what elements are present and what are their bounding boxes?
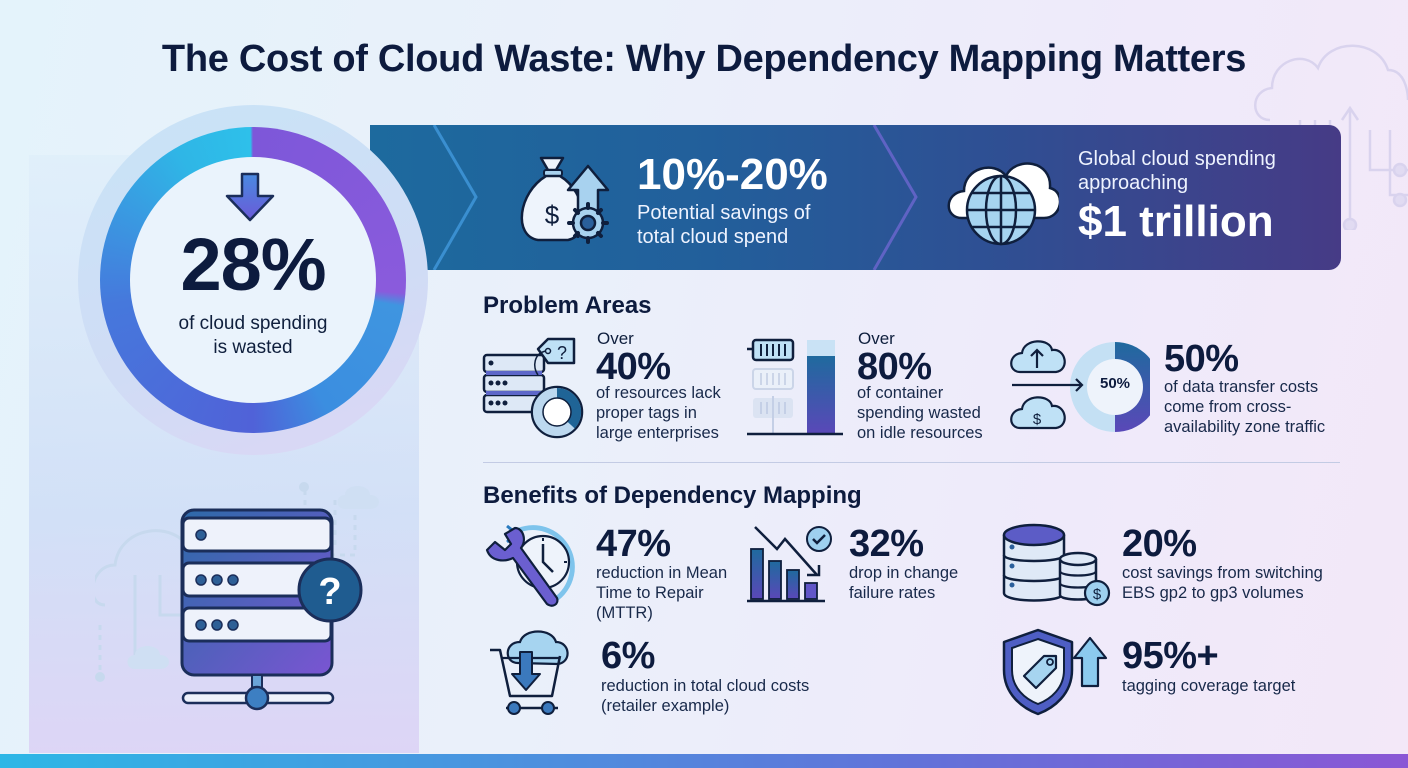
benefit-5-value: 95%+ [1122,635,1219,677]
problem-1-prefix: Over [597,329,634,348]
cloud-globe-icon [944,148,1059,248]
bottom-gradient-strip [0,754,1408,768]
chevron-right-icon [870,125,920,270]
shield-tag-up-icon [1002,628,1117,718]
svg-text:$: $ [545,200,560,230]
page-title: The Cost of Cloud Waste: Why Dependency … [161,38,1247,80]
svg-text:?: ? [318,571,341,613]
benefit-4-value: 6% [601,635,655,677]
global-spend-caption: Global cloud spending approaching [1078,148,1276,194]
svg-text:$: $ [1033,411,1042,428]
benefits-heading: Benefits of Dependency Mapping [483,482,862,509]
benefit-3-value: 20% [1122,523,1197,565]
problem-3-desc: of data transfer costs come from cross- … [1164,378,1326,436]
benefit-5-desc: tagging coverage target [1122,677,1296,695]
cart-cloud-download-icon [488,628,573,716]
benefit-4-desc: reduction in total cloud costs (retailer… [601,677,810,715]
cloud-circuit-decoration-icon [1250,20,1408,230]
wrench-clock-icon [483,522,583,612]
benefit-2-value: 32% [849,523,924,565]
money-bag-gear-icon: $ [508,148,618,248]
server-tag-question-icon: ? [482,337,587,442]
global-spend-value: $1 trillion [1078,197,1274,246]
problem-3-value: 50% [1164,338,1239,380]
database-dollar-icon: $ [1002,523,1112,608]
waste-percentage: 28% [180,223,326,306]
savings-value: 10%-20% [637,150,828,199]
problem-areas-heading: Problem Areas [483,292,652,319]
benefit-1-desc: reduction in Mean Time to Repair (MTTR) [596,564,728,622]
savings-caption: Potential savings of total cloud spend [637,202,811,248]
problem-1-desc: of resources lack proper tags in large e… [596,384,721,442]
benefit-3-desc: cost savings from switching EBS gp2 to g… [1122,564,1323,602]
problem-2-value: 80% [857,346,932,388]
server-question-illustration-icon: ? [95,465,395,725]
benefit-2-desc: drop in change failure rates [849,564,959,602]
problem-1-value: 40% [596,346,671,388]
problem-2-prefix: Over [858,329,895,348]
down-arrow-icon [225,172,275,222]
donut-center-label: 50% [1099,375,1131,392]
waste-caption: of cloud spending is wasted [178,313,328,358]
svg-text:$: $ [1093,586,1102,603]
benefit-1-value: 47% [596,523,671,565]
container-bar-icon [745,338,845,438]
svg-text:?: ? [557,343,567,363]
cloud-transfer-donut-icon: $ [1010,340,1150,435]
declining-bars-check-icon [745,525,837,605]
chevron-right-icon [430,125,480,270]
problem-2-desc: of container spending wasted on idle res… [857,384,983,442]
section-divider [483,462,1340,463]
